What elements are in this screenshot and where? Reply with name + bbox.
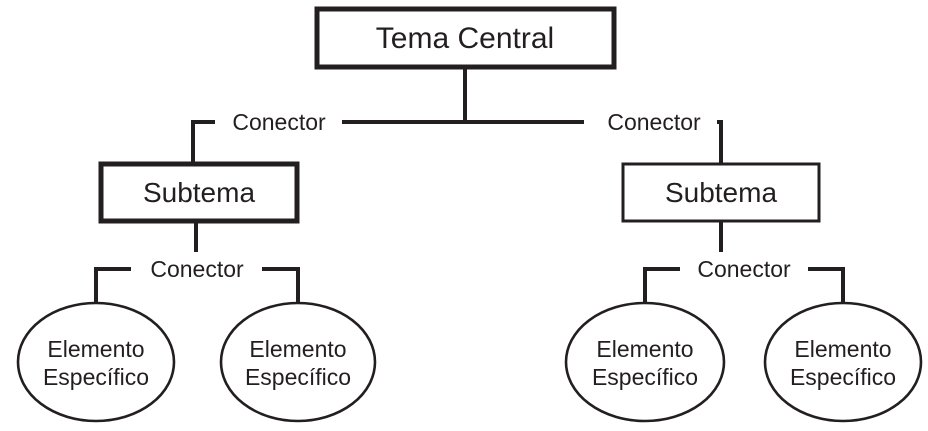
connector-label-root-right: Conector <box>607 109 701 135</box>
tema-central-box <box>314 6 617 70</box>
elemento-3-ellipse <box>564 301 726 423</box>
subtema-right-box <box>621 162 821 223</box>
connector-right-subtema-to-leaf-4 <box>808 267 845 312</box>
node-elemento-especifico-2[interactable]: Elemento Específico <box>219 301 377 423</box>
subtema-left-box <box>98 161 300 224</box>
connector-left-subtema-to-leaf-2 <box>262 267 300 312</box>
elemento-2-label-line1: Elemento <box>249 336 346 362</box>
elemento-4-ellipse <box>763 301 923 423</box>
node-elemento-especifico-1[interactable]: Elemento Específico <box>16 301 176 423</box>
node-subtema-left[interactable]: Subtema <box>98 161 300 224</box>
node-subtema-right[interactable]: Subtema <box>621 162 821 223</box>
connector-label-left-leaves: Conector <box>150 256 244 282</box>
connector-label-root-left: Conector <box>232 109 326 135</box>
connector-label-backdrop <box>590 106 717 136</box>
connector-label-right-leaves: Conector <box>697 256 791 282</box>
elemento-1-label-line2: Específico <box>43 364 149 390</box>
elemento-4-label-line1: Elemento <box>794 336 891 362</box>
subtema-left-label: Subtema <box>143 177 255 208</box>
elemento-1-label-line1: Elemento <box>47 336 144 362</box>
elemento-3-label-line2: Específico <box>592 364 698 390</box>
elemento-4-label-line2: Específico <box>790 364 896 390</box>
connector-right-subtema-to-leaf-3 <box>643 267 681 312</box>
connector-label-backdrop <box>133 253 260 283</box>
node-elemento-especifico-3[interactable]: Elemento Específico <box>564 301 726 423</box>
elemento-2-ellipse <box>219 301 377 423</box>
connector-label-backdrop <box>215 106 342 136</box>
elemento-2-label-line2: Específico <box>245 364 351 390</box>
elemento-1-ellipse <box>16 301 176 423</box>
connector-left-subtema-to-leaf-1 <box>94 267 131 312</box>
subtema-right-label: Subtema <box>665 177 777 208</box>
elemento-3-label-line1: Elemento <box>596 336 693 362</box>
node-elemento-especifico-4[interactable]: Elemento Específico <box>763 301 923 423</box>
connector-label-backdrop <box>680 253 807 283</box>
node-tema-central[interactable]: Tema Central <box>314 6 617 70</box>
tema-central-label: Tema Central <box>376 22 554 55</box>
